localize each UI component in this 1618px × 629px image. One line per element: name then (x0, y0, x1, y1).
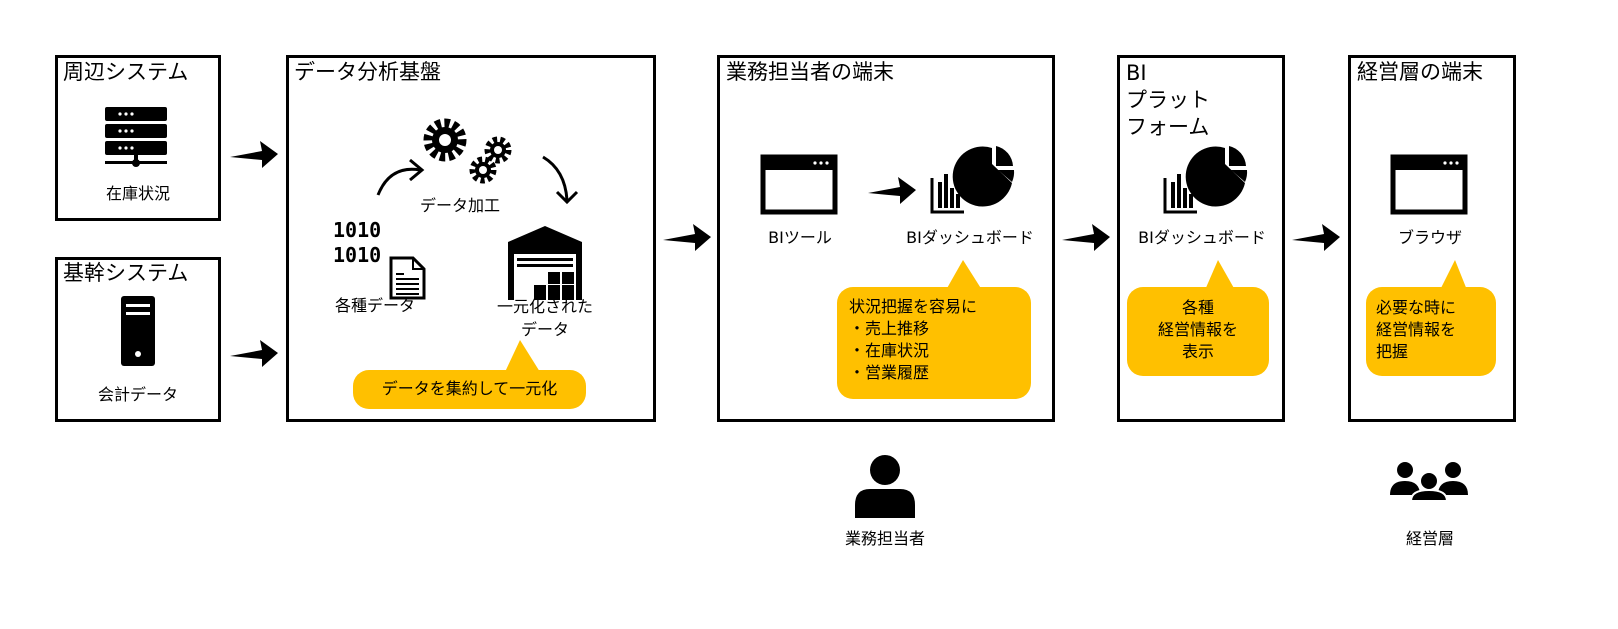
arrow-icon (868, 177, 916, 204)
dashboard-chart-icon (1163, 146, 1248, 214)
accounting-data-label: 会計データ (97, 385, 179, 404)
unified-data-label: 一元化された データ (496, 297, 594, 339)
arrow-icon (1292, 224, 1340, 251)
data-platform-box (286, 55, 656, 422)
arrow-icon (230, 141, 278, 168)
browser-label: ブラウザ (1397, 228, 1463, 247)
dashboard-chart-icon (930, 146, 1015, 214)
desktop-tower-icon (121, 296, 155, 366)
bi-callout-pointer (1205, 260, 1235, 290)
bi-platform-title: BI プラット フォーム (1126, 61, 1210, 139)
staff-callout: 状況把握を容易に ・売上推移 ・在庫状況 ・営業履歴 (837, 287, 1031, 399)
warehouse-icon (508, 226, 582, 300)
platform-callout-pointer (505, 340, 540, 372)
raw-data-label: 各種データ (334, 296, 416, 315)
app-window-icon (760, 154, 838, 215)
arrow-icon (1062, 224, 1110, 251)
exec-actor-label: 経営層 (1405, 529, 1455, 548)
staff-terminal-title: 業務担当者の端末 (726, 60, 894, 84)
exec-terminal-title: 経営層の端末 (1357, 60, 1483, 84)
group-icon (1390, 462, 1468, 502)
exec-callout: 必要な時に 経営情報を 把握 (1366, 287, 1496, 376)
inventory-label: 在庫状況 (105, 184, 171, 203)
bi-callout: 各種 経営情報を 表示 (1127, 287, 1269, 376)
binary-icon: 1010 (333, 218, 381, 242)
arrow-icon (663, 224, 711, 251)
binary-icon: 1010 (333, 243, 381, 267)
processing-label: データ加工 (419, 196, 501, 215)
data-platform-title: データ分析基盤 (294, 60, 441, 84)
staff-callout-pointer (946, 260, 982, 290)
curved-arrow-icon (376, 155, 579, 205)
document-icon (389, 256, 426, 300)
browser-window-icon (1390, 154, 1468, 215)
gears-icon (423, 118, 512, 184)
platform-callout: データを集約して一元化 (353, 370, 586, 409)
staff-actor-label: 業務担当者 (844, 529, 926, 548)
core-system-title: 基幹システム (63, 261, 189, 285)
exec-callout-pointer (1440, 260, 1467, 290)
peripheral-system-title: 周辺システム (63, 60, 189, 84)
staff-dashboard-label: BIダッシュボード (906, 228, 1034, 247)
person-icon (855, 455, 915, 518)
bi-dashboard-label: BIダッシュボード (1138, 228, 1266, 247)
server-icon (105, 107, 167, 167)
bi-tool-label: BIツール (768, 228, 832, 247)
arrow-icon (230, 340, 278, 367)
